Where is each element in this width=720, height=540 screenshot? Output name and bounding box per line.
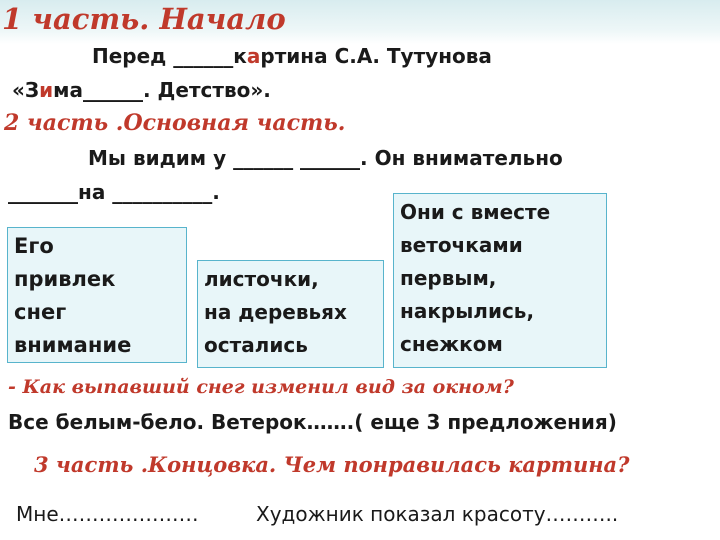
part2-line2: _______на __________. <box>8 180 220 204</box>
part1-line1: Перед ______картина С.А. Тутунова <box>92 44 492 68</box>
part1-line2-post: ма______. Детство». <box>53 78 271 102</box>
part1-line1-post: ртина С.А. Тутунова <box>260 44 492 68</box>
part3-line-right: Художник показал красоту……….. <box>256 502 619 526</box>
part1-line2: «Зима______. Детство». <box>12 78 271 102</box>
part1-line1-pre: Перед ______к <box>92 44 247 68</box>
part2-line1: Мы видим у ______ ______. Он внимательно <box>88 146 563 170</box>
part1-line2-pre: «З <box>12 78 40 102</box>
word-box-2: листочки, на деревьях остались <box>197 260 384 368</box>
header-band <box>0 0 720 44</box>
part1-line2-red-letter: и <box>39 78 54 102</box>
part3-line-left: Мне………………… <box>16 502 199 526</box>
word-box-3: Они с вместе веточками первым, накрылись… <box>393 193 607 368</box>
word-box-1: Его привлек снег внимание <box>7 227 187 363</box>
part2-answer: Все белым-бело. Ветерок…….( еще 3 предло… <box>8 410 617 434</box>
part1-heading: 1 часть. Начало <box>2 2 286 36</box>
part2-question: - Как выпавший снег изменил вид за окном… <box>8 376 514 398</box>
part1-line1-red-letter: а <box>246 44 261 68</box>
part2-heading: 2 часть .Основная часть. <box>4 110 346 136</box>
part3-heading: 3 часть .Концовка. Чем понравилась карти… <box>34 452 630 477</box>
